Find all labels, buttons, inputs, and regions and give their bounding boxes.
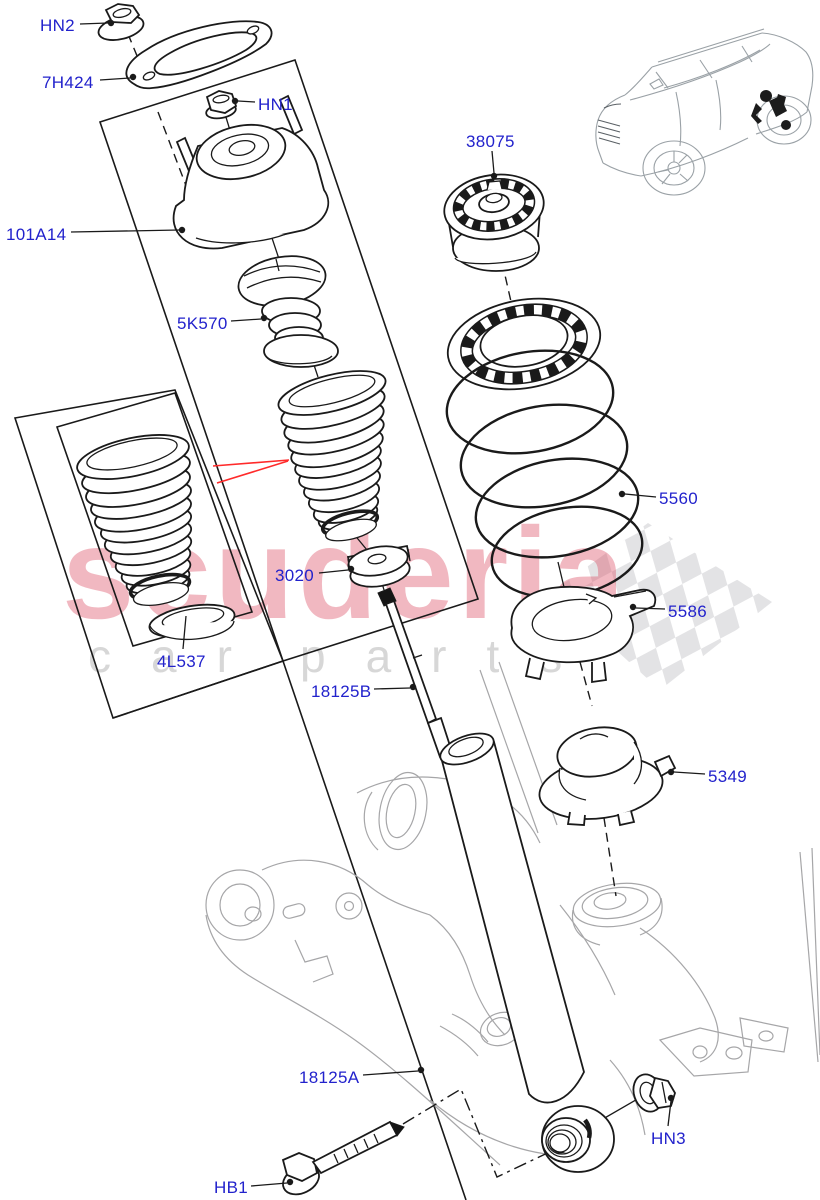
dust-boot-main [277, 370, 387, 542]
leader-dot-3020 [347, 565, 355, 573]
leader-line-5586 [635, 607, 666, 610]
leader-line-3020 [318, 569, 349, 574]
leader-line-HN3 [667, 1100, 672, 1127]
part-label-7H424: 7H424 [42, 73, 94, 92]
group-boxes [13, 58, 480, 1200]
spring-lower-seat-5586 [510, 585, 657, 684]
part-label-5K570: 5K570 [177, 314, 228, 333]
part-label-5560: 5560 [659, 489, 698, 508]
red-callout-arrow [212, 459, 290, 484]
leader-line-HN1 [237, 100, 256, 103]
vehicle-thumbnail [595, 28, 814, 196]
leader-line-5560 [624, 493, 657, 498]
shock-absorber-18125a [439, 732, 615, 1173]
subframe-drawing [205, 661, 820, 1166]
dust-boot-inset [76, 434, 193, 607]
inset-inner-box [55, 392, 254, 647]
spring-seat-washer-3020 [346, 544, 411, 588]
part-label-HN2: HN2 [40, 16, 75, 35]
leader-dot-HN2 [107, 19, 115, 27]
leader-dot-7H424 [129, 73, 137, 81]
leader-line-5349 [673, 771, 706, 775]
leader-dot-HB1 [286, 1178, 294, 1186]
leader-dot-HN1 [231, 97, 239, 105]
part-label-4L537: 4L537 [157, 652, 206, 671]
lower-assembly-box [112, 659, 467, 1200]
nut-hn1 [205, 90, 238, 120]
leader-line-18125B [373, 687, 411, 690]
bump-stop-5k570 [237, 255, 339, 368]
leader-line-101A14 [70, 229, 180, 233]
leader-dot-101A14 [178, 226, 186, 234]
part-label-HN3: HN3 [651, 1129, 686, 1148]
leader-line-HN2 [79, 22, 109, 25]
leader-line-4L537 [182, 615, 187, 650]
seal-ring-4l537 [148, 603, 236, 641]
part-label-18125A: 18125A [299, 1068, 360, 1087]
leader-dot-5586 [629, 603, 637, 611]
leader-dot-38075 [490, 172, 498, 180]
part-label-5586: 5586 [668, 602, 707, 621]
checkered-flag-watermark [552, 523, 772, 690]
leader-dot-18125A [417, 1066, 425, 1074]
leader-line-38075 [491, 150, 495, 174]
bolt-hb1 [281, 1120, 405, 1196]
spring-upper-isolator-38075 [443, 173, 545, 272]
part-label-3020: 3020 [275, 566, 314, 585]
leader-line-7H424 [99, 77, 131, 81]
leader-dot-5349 [667, 768, 675, 776]
part-label-HN1: HN1 [258, 95, 293, 114]
nut-hn3 [632, 1073, 676, 1113]
spring-insulator-5349 [538, 726, 677, 827]
leader-dot-5560 [618, 490, 626, 498]
leader-lines [70, 19, 706, 1187]
leader-dot-18125B [409, 683, 417, 691]
part-label-18125B: 18125B [311, 682, 371, 701]
strut-top-mount-101a14 [172, 94, 330, 250]
part-label-5349: 5349 [708, 767, 747, 786]
leader-line-18125A [362, 1070, 419, 1076]
leader-dot-HN3 [667, 1094, 675, 1102]
leader-line-5K570 [230, 318, 262, 322]
highlighted-rear-suspension [751, 90, 791, 130]
leader-line-HB1 [250, 1182, 288, 1187]
part-label-101A14: 101A14 [6, 225, 66, 244]
coil-spring-5560 [445, 297, 644, 599]
roof-line [651, 32, 763, 68]
leader-dot-5K570 [260, 314, 268, 322]
part-label-HB1: HB1 [214, 1178, 248, 1197]
gasket-plate-7h424 [125, 20, 273, 90]
part-label-38075: 38075 [466, 132, 515, 151]
nut-hn2 [97, 3, 145, 41]
